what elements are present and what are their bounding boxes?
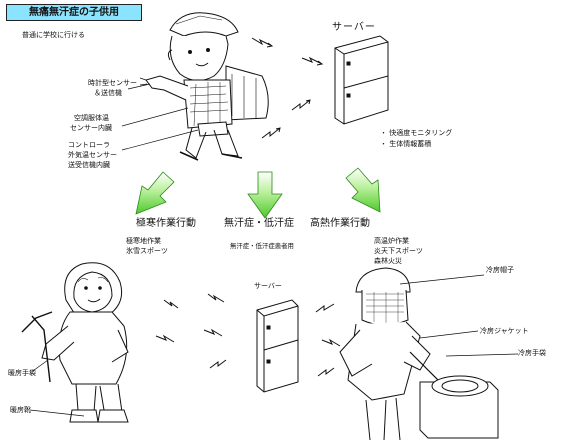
hot-item-2: 炎天下スポーツ — [374, 247, 423, 255]
watch-sensor-label-line2: ＆送信機 — [94, 89, 122, 97]
cold-item-1: 極寒地作業 — [126, 237, 161, 245]
arrow-cold-icon — [135, 171, 175, 215]
page-title: 無痛無汗症の子供用 — [6, 4, 142, 21]
child-figure-illustration — [139, 12, 269, 161]
vest-label-line1: 空調服体温 — [74, 114, 109, 122]
top-label-pointers — [121, 83, 199, 151]
category-arrows — [135, 167, 381, 219]
hot-gloves-label: 冷房手袋 — [518, 349, 546, 357]
controller-label-line2: 外気温センサー — [68, 151, 117, 159]
top-caption: 普通に学校に行ける — [22, 31, 85, 39]
hot-worker-illustration — [339, 267, 499, 441]
middle-server-title: サーバー — [254, 282, 282, 290]
arrow-hot-icon — [345, 167, 381, 213]
cold-label-pointers — [29, 359, 85, 417]
category-hot-label: 高熱作業行動 — [310, 218, 370, 229]
cold-boots-label: 暖房靴 — [10, 406, 31, 414]
server-note-monitoring: ・ 快適度モニタリング — [380, 129, 453, 137]
server-note-storage: ・ 生体情報蓄積 — [380, 140, 432, 148]
middle-server-illustration — [256, 299, 299, 393]
controller-label-line3: 送受信機内臓 — [68, 161, 110, 169]
controller-label-line1: コントローラ — [68, 141, 110, 149]
arrow-anhidrosis-icon — [247, 171, 283, 219]
hot-hat-label: 冷房帽子 — [486, 266, 514, 274]
hot-item-3: 森林火災 — [374, 257, 402, 265]
cold-worker-illustration — [21, 262, 129, 423]
cold-gloves-label: 暖房手袋 — [8, 369, 36, 377]
category-cold-label: 極寒作業行動 — [136, 218, 196, 229]
top-server-illustration — [334, 35, 389, 125]
watch-sensor-label-line1: 時計型センサー — [88, 79, 137, 87]
hot-jacket-label: 冷房ジャケット — [480, 327, 529, 335]
category-anhidrosis-label: 無汗症・低汗症 — [224, 218, 294, 229]
hot-item-1: 高温炉作業 — [374, 237, 409, 245]
hot-label-pointers — [399, 274, 519, 357]
cold-item-2: 氷雪スポーツ — [126, 247, 168, 255]
top-server-title: サーバー — [332, 22, 376, 33]
middle-wireless-signal-icons — [155, 293, 341, 377]
anhidrosis-note: 無汗症・低汗症患者用 — [230, 242, 294, 250]
wireless-signal-icons — [251, 37, 324, 139]
vest-label-line2: センサー内臓 — [70, 124, 112, 132]
